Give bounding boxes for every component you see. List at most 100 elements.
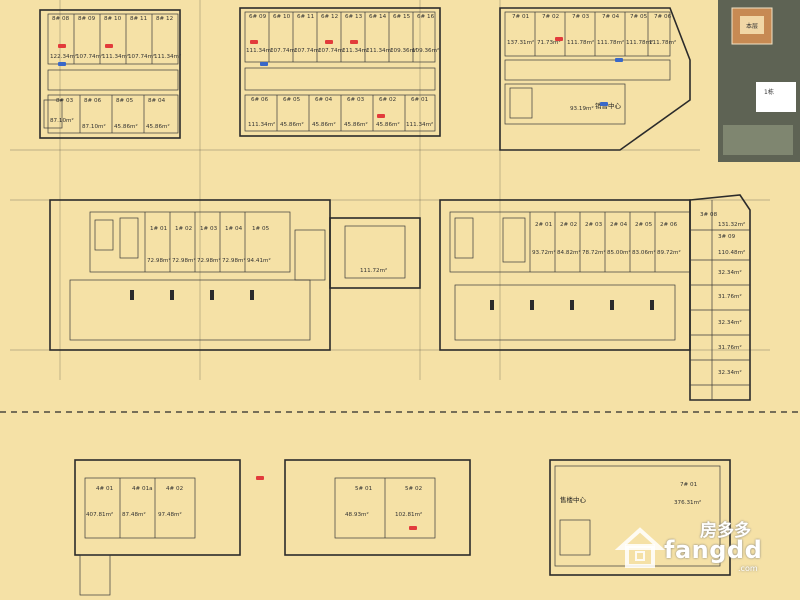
unit-label: 7# 01	[512, 14, 530, 20]
unit-label: 1# 02	[175, 226, 192, 232]
top-left-building	[39, 9, 181, 139]
unit-area: 111.78m²	[567, 39, 594, 46]
unit-area: 111.34m²	[248, 121, 275, 128]
right-wing	[689, 194, 751, 401]
unit-label: 8# 06	[84, 98, 102, 104]
unit-area: 109.36m²	[390, 47, 417, 54]
unit-area: 107.74m²	[318, 47, 345, 54]
unit-label: 7# 04	[602, 14, 620, 20]
unit-area: 78.72m²	[582, 249, 606, 256]
unit-area: 32.34m²	[718, 269, 742, 276]
unit-label: 6# 06	[251, 97, 269, 103]
unit-label: 8# 09	[78, 16, 96, 22]
unit-label: 8# 10	[104, 16, 122, 22]
unit-label: 1# 03	[200, 226, 218, 232]
unit-label: 1# 01	[150, 226, 168, 232]
unit-area: 32.34m²	[718, 369, 742, 376]
unit-area: 83.06m²	[632, 249, 656, 256]
unit-area: 94.41m²	[247, 257, 271, 264]
unit-label: 5# 02	[405, 486, 422, 492]
unit-area: 111.34m²	[366, 47, 393, 54]
unit-label: 6# 14	[369, 14, 387, 20]
unit-label: 7# 03	[572, 14, 590, 20]
unit-area: 111.34m²	[406, 121, 433, 128]
unit-area: 131.32m²	[718, 221, 745, 228]
unit-label: 6# 10	[273, 14, 291, 20]
unit-area: 111.34m²	[102, 53, 129, 60]
house-logo-icon	[614, 527, 666, 568]
unit-label: 6# 16	[417, 14, 435, 20]
unit-label: 3# 08	[700, 212, 718, 218]
unit-label: 6# 05	[283, 97, 301, 103]
unit-area: 111.78m²	[649, 39, 676, 46]
unit-area: 137.31m²	[507, 39, 534, 46]
unit-area: 111.34m²	[342, 47, 369, 54]
unit-area: 84.82m²	[557, 249, 581, 256]
unit-area: 109.36m²	[412, 47, 439, 54]
unit-label: 8# 03	[56, 98, 74, 104]
unit-area: 45.86m²	[280, 121, 304, 128]
unit-label: 4# 01	[96, 486, 114, 492]
unit-area: 45.86m²	[376, 121, 400, 128]
unit-label: 8# 04	[148, 98, 166, 104]
top-middle-building	[239, 7, 441, 137]
unit-area: 111.78m²	[626, 39, 653, 46]
unit-area: 45.86m²	[344, 121, 368, 128]
center-hall	[329, 217, 421, 289]
watermark-url: .com	[738, 564, 758, 573]
unit-label: 2# 02	[560, 222, 577, 228]
key-plan-label: 1栋	[764, 88, 774, 96]
unit-label: 7# 01	[680, 482, 698, 488]
unit-area: 111.78m²	[597, 39, 624, 46]
unit-label: 2# 03	[585, 222, 603, 228]
unit-label: 8# 05	[116, 98, 134, 104]
unit-area: 107.74m²	[294, 47, 321, 54]
unit-label: 8# 12	[156, 16, 173, 22]
unit-area: 111.34m²	[154, 53, 181, 60]
top-right-building	[499, 7, 691, 151]
unit-area: 31.76m²	[718, 344, 742, 351]
unit-label: 7# 02	[542, 14, 559, 20]
unit-area: 407.81m²	[86, 511, 113, 518]
unit-area: 376.31m²	[674, 499, 701, 506]
unit-area: 122.34m²	[50, 53, 77, 60]
unit-area: 72.98m²	[147, 257, 171, 264]
unit-label: 4# 01a	[132, 486, 153, 492]
unit-area: 111.34m²	[246, 47, 273, 54]
unit-area: 93.72m²	[532, 249, 556, 256]
pillars	[130, 290, 654, 310]
unit-area: 72.98m²	[222, 257, 246, 264]
unit-label: 8# 11	[130, 16, 148, 22]
unit-area: 45.86m²	[146, 123, 170, 130]
unit-area: 97.48m²	[158, 511, 182, 518]
unit-area: 72.98m²	[197, 257, 221, 264]
unit-area: 102.81m²	[395, 511, 422, 518]
unit-area: 85.00m²	[607, 249, 631, 256]
unit-label: 5# 01	[355, 486, 373, 492]
unit-area: 45.86m²	[312, 121, 336, 128]
unit-label: 7# 05	[630, 14, 648, 20]
bottom-middle-building	[284, 459, 471, 556]
unit-area: 45.86m²	[114, 123, 138, 130]
unit-label: 6# 11	[297, 14, 315, 20]
labels: 8# 08 122.34m² 8# 09 107.74m² 8# 10 111.…	[50, 14, 745, 518]
unit-label: 3# 09	[718, 234, 736, 240]
unit-area: 31.76m²	[718, 293, 742, 300]
unit-label: 6# 15	[393, 14, 411, 20]
unit-label: 6# 03	[347, 97, 365, 103]
hall-area: 111.72m²	[360, 267, 387, 274]
unit-area: 93.19m²	[570, 105, 594, 112]
unit-area: 32.34m²	[718, 319, 742, 326]
unit-label: 2# 04	[610, 222, 628, 228]
unit-label: 2# 01	[535, 222, 553, 228]
unit-label: 6# 12	[321, 14, 338, 20]
unit-area: 72.98m²	[172, 257, 196, 264]
unit-label: 6# 02	[379, 97, 396, 103]
key-plan-inset: 1栋 本层	[718, 0, 800, 162]
unit-area: 87.10m²	[82, 123, 106, 130]
sales-center-label: 销售中心	[595, 101, 622, 110]
watermark-cn: 房多多	[700, 521, 751, 541]
unit-label: 8# 08	[52, 16, 70, 22]
unit-area: 87.48m²	[122, 511, 146, 518]
